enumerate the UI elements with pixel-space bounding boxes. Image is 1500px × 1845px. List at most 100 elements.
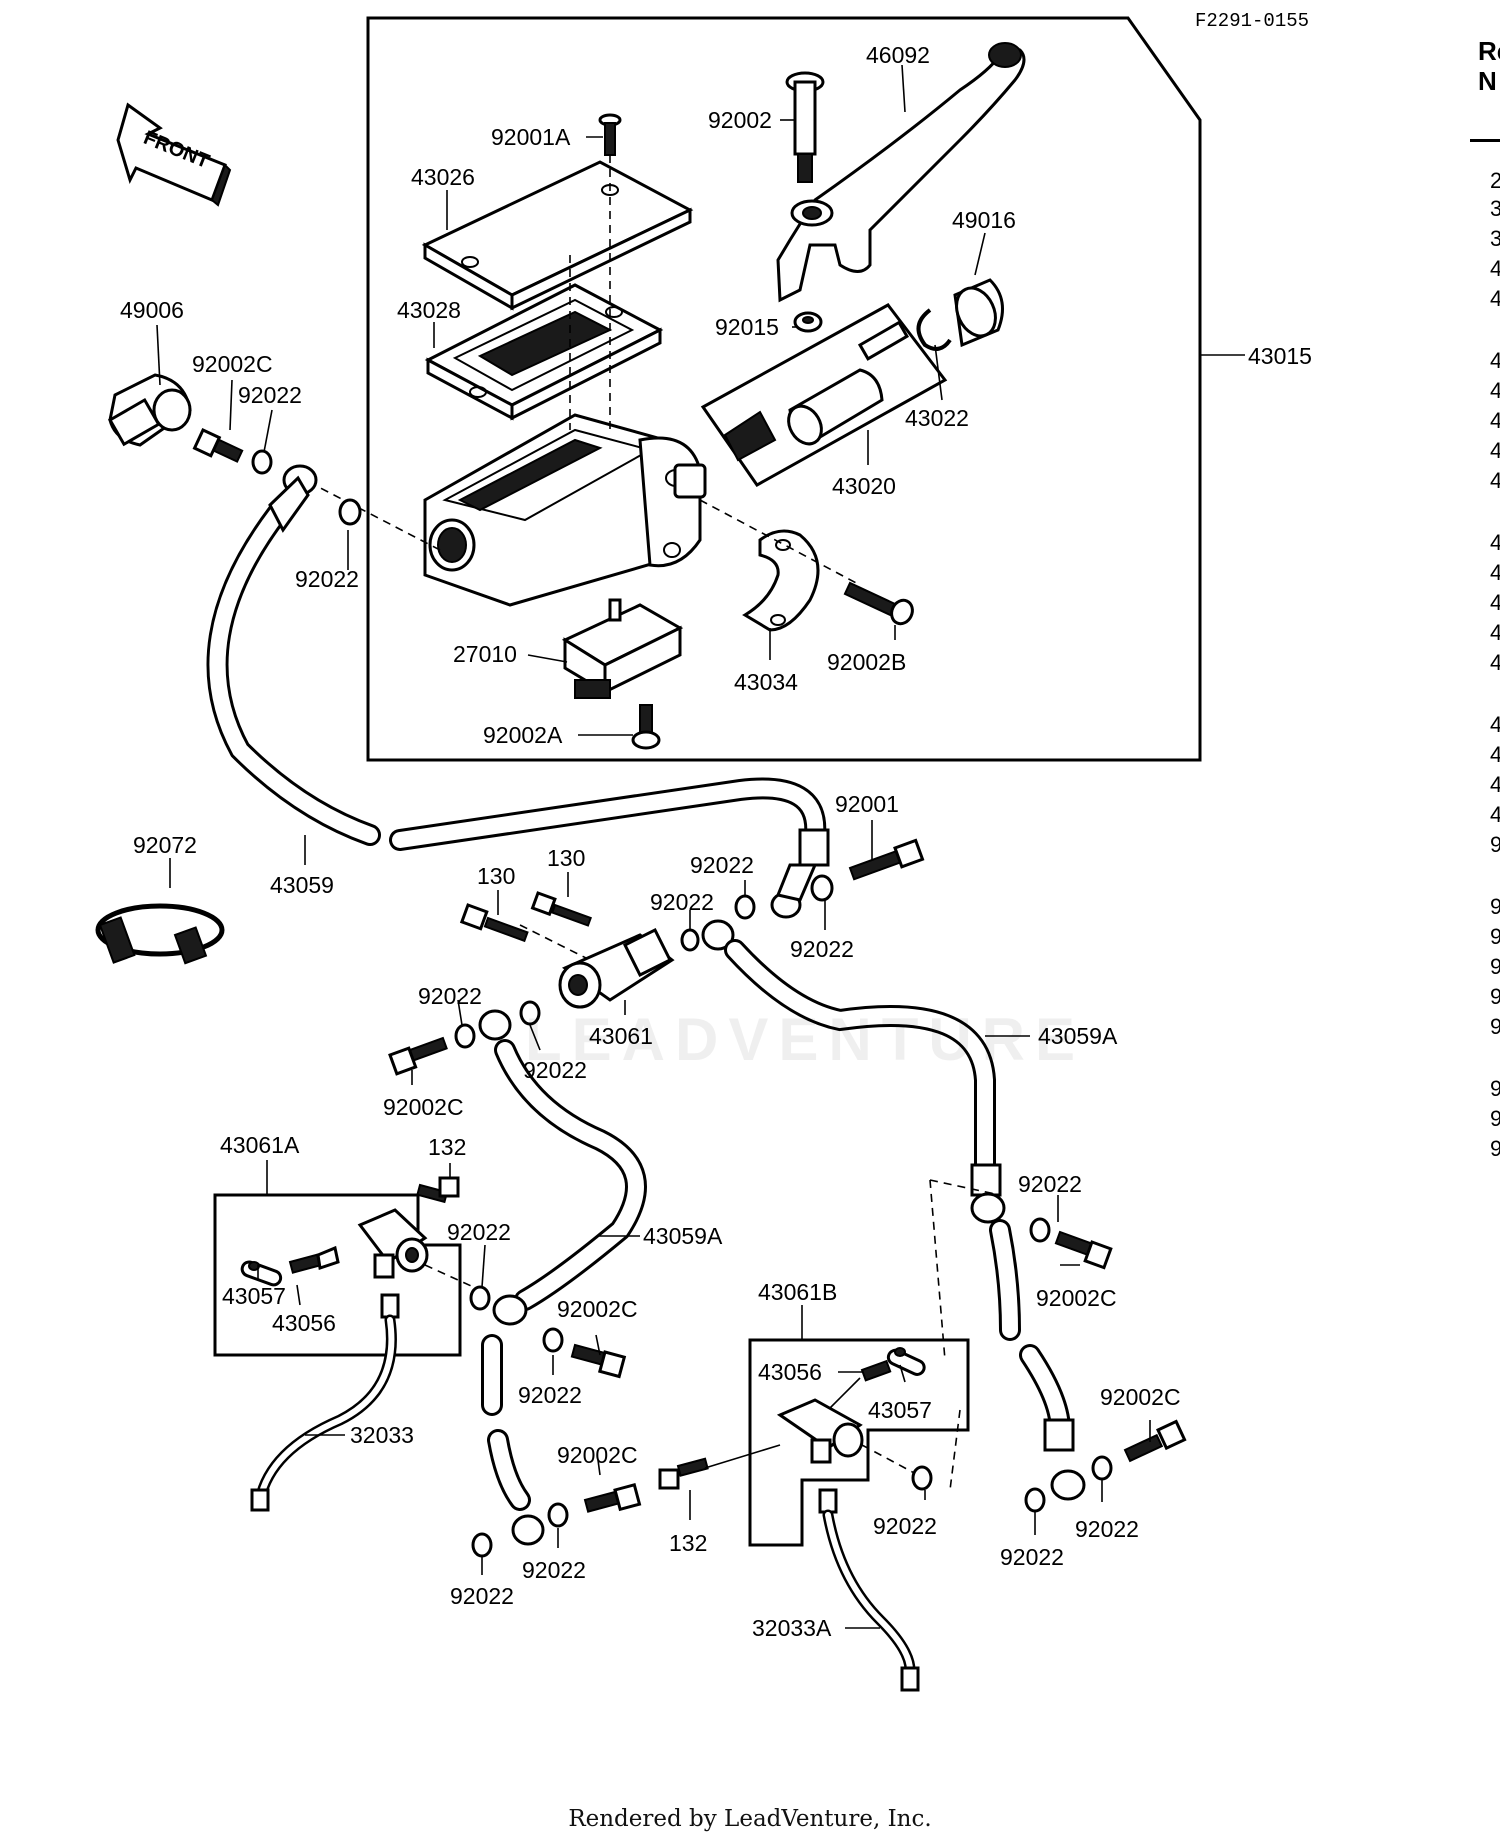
label-43061A: 43061A: [220, 1132, 300, 1158]
label-43057-a: 43057: [222, 1283, 286, 1309]
label-92001A: 92001A: [491, 124, 571, 150]
label-92022-a: 92022: [238, 382, 302, 408]
washer: [454, 1023, 476, 1049]
pivot-bolt: [785, 71, 825, 183]
master-cylinder-body: [423, 413, 707, 607]
clamp-bolt: [843, 581, 914, 626]
table-row-glyph: 4: [1490, 438, 1500, 463]
dust-boot: [953, 278, 1004, 348]
label-92002: 92002: [708, 107, 772, 133]
watermark: LEADVENTURE: [525, 1006, 1085, 1073]
label-92022-n: 92022: [522, 1557, 586, 1583]
table-row-glyph: 3: [1490, 226, 1500, 251]
brake-hose-joint: [558, 927, 675, 1009]
label-92002C-a: 92002C: [192, 351, 273, 377]
table-row-glyph: 4: [1490, 378, 1500, 403]
washer: [680, 928, 700, 952]
nut-92015: [793, 311, 823, 333]
label-43056-b: 43056: [758, 1359, 822, 1385]
brake-joint-43061B: [776, 1398, 864, 1464]
table-row-glyph: 9: [1490, 832, 1500, 857]
assembly-guide: [424, 1264, 481, 1291]
label-92002C-d: 92002C: [1036, 1285, 1117, 1311]
label-92022-c: 92022: [690, 852, 754, 878]
table-row-glyph: 4: [1490, 530, 1500, 555]
reservoir-cap: [421, 160, 694, 311]
banjo-bolt-right-lower: [1091, 1419, 1187, 1481]
banjo-cover: [107, 373, 192, 447]
label-49006: 49006: [120, 297, 184, 323]
label-92002A: 92002A: [483, 722, 563, 748]
bleeder-valve: [860, 1359, 892, 1382]
figure-code: F2291-0155: [1195, 10, 1309, 32]
banjo-bolt-middle: [570, 1343, 627, 1379]
label-92022-m: 92022: [1075, 1516, 1139, 1542]
bolt-132: [658, 1457, 709, 1490]
brake-hose-43059A-right: [701, 919, 1086, 1501]
parts-diagram: F2291-0155 FRONT: [95, 10, 1312, 1692]
washer: [1024, 1487, 1046, 1513]
label-92022-f: 92022: [418, 983, 482, 1009]
label-32033A: 32033A: [752, 1615, 832, 1641]
brake-pipe-32033A: [818, 1488, 920, 1692]
table-row-glyph: 9: [1490, 954, 1500, 979]
master-cylinder-assembly-box: [366, 16, 1202, 762]
label-92002C-c: 92002C: [557, 1296, 638, 1322]
hose-clamp: [95, 903, 225, 965]
joint-bolt-130: [530, 891, 592, 927]
label-49016: 49016: [952, 207, 1016, 233]
table-row-glyph: 9: [1490, 894, 1500, 919]
assembly-guide: [949, 1409, 961, 1491]
banjo-bolt-92001: [810, 838, 925, 902]
table-row-glyph: 4: [1490, 742, 1500, 767]
reservoir-diaphragm: [424, 283, 664, 421]
label-92022-e: 92022: [790, 936, 854, 962]
label-27010: 27010: [453, 641, 517, 667]
table-row-glyph: 9: [1490, 1106, 1500, 1131]
joint-box-43061B: [748, 1338, 970, 1547]
bleeder-valve: [288, 1245, 340, 1274]
banjo-bolt-right: [1029, 1217, 1113, 1270]
table-row-glyph: 4: [1490, 802, 1500, 827]
washer: [251, 449, 273, 475]
assembly-guide: [519, 924, 591, 961]
table-row-glyph: 4: [1490, 348, 1500, 373]
label-43061: 43061: [589, 1023, 653, 1049]
assembly-guide: [929, 1179, 1001, 1196]
piston-kit: [700, 303, 948, 487]
brake-joint-43061A: [357, 1208, 429, 1279]
table-row-glyph: 4: [1490, 620, 1500, 645]
table-row-glyph: 4: [1490, 590, 1500, 615]
label-92022-b: 92022: [295, 566, 359, 592]
label-43059: 43059: [270, 872, 334, 898]
parts-table-edge: Re N 2 3 3 4 4 4 4 4 4 4 4 4 4 4 4 4 4 4…: [1470, 0, 1500, 1845]
washer: [547, 1502, 569, 1528]
label-92002B: 92002B: [827, 649, 906, 675]
label-92022-d: 92022: [650, 889, 714, 915]
brake-lever: [776, 42, 1026, 303]
label-43015: 43015: [1248, 343, 1312, 369]
table-row-glyph: 9: [1490, 1014, 1500, 1039]
table-row-glyph: 4: [1490, 286, 1500, 311]
label-92002C-e: 92002C: [1100, 1384, 1181, 1410]
table-row-glyph: 4: [1490, 560, 1500, 585]
label-92022-o: 92022: [450, 1583, 514, 1609]
bleeder-cap: [886, 1347, 926, 1376]
table-row-glyph: 4: [1490, 468, 1500, 493]
label-43057-b: 43057: [868, 1397, 932, 1423]
label-92015: 92015: [715, 314, 779, 340]
label-92072: 92072: [133, 832, 197, 858]
banjo-bolt-left: [388, 1036, 448, 1076]
label-43059A-a: 43059A: [1038, 1023, 1118, 1049]
washer: [734, 894, 756, 920]
label-43059A-b: 43059A: [643, 1223, 723, 1249]
washer: [519, 1000, 541, 1026]
label-92022-i: 92022: [518, 1382, 582, 1408]
switch-screw: [631, 704, 661, 750]
table-row-glyph: 2: [1490, 168, 1500, 193]
screw-92001A: [598, 113, 622, 430]
table-row-glyph: 4: [1490, 256, 1500, 281]
table-row-glyph: 4: [1490, 712, 1500, 737]
brake-pipe-32033: [250, 1293, 400, 1512]
bleeder-cap: [240, 1260, 283, 1287]
